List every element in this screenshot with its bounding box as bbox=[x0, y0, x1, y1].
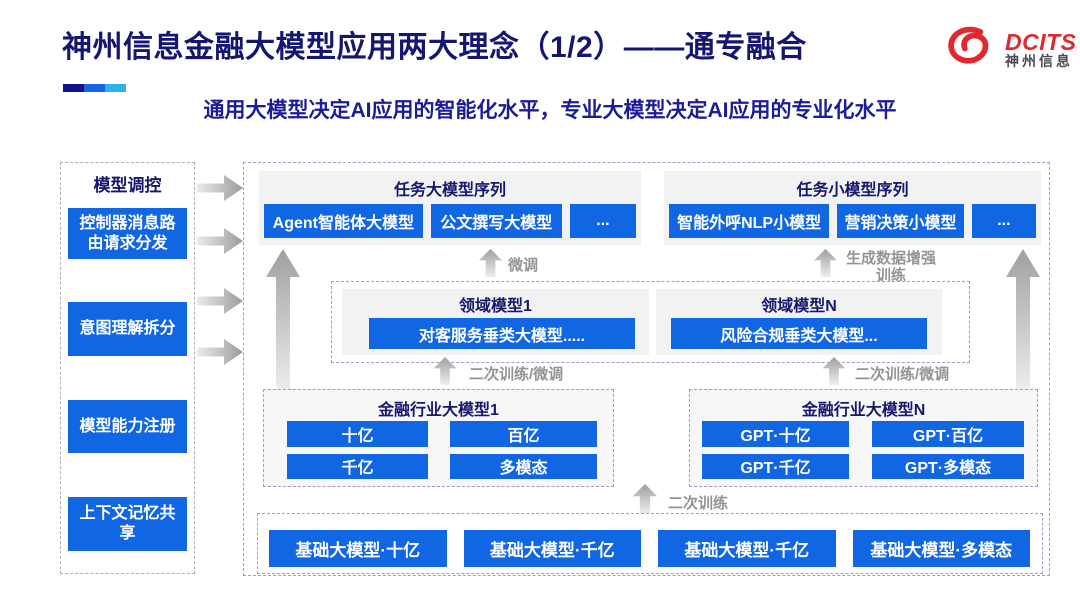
accent-cyan bbox=[105, 84, 126, 92]
up-arrow-icon bbox=[814, 248, 837, 278]
base-models-container: 基础大模型·十亿 基础大模型·千亿 基础大模型·千亿 基础大模型·多模态 bbox=[257, 513, 1043, 574]
node-gpt-ten-billion: GPT·百亿 bbox=[872, 421, 1024, 447]
panel-title: 任务大模型序列 bbox=[393, 182, 506, 199]
finetune-label: 微调 bbox=[508, 257, 539, 274]
node-multimodal: 多模态 bbox=[450, 453, 597, 479]
panel-title: 金融行业大模型N bbox=[801, 402, 926, 419]
logo-text: DCITS bbox=[1005, 29, 1077, 56]
page-title: 神州信息金融大模型应用两大理念（1/2）——通专融合 bbox=[62, 31, 807, 64]
up-arrow-tall-icon bbox=[266, 249, 300, 391]
industry-model-1-container: 金融行业大模型1 十亿 百亿 千亿 多模态 bbox=[263, 389, 614, 487]
node-outbound-nlp-model: 智能外呼NLP小模型 bbox=[669, 204, 830, 238]
sidebar-title: 模型调控 bbox=[93, 176, 162, 195]
node-billion: 十亿 bbox=[287, 421, 428, 447]
model-architecture-diagram: 任务大模型序列 Agent智能体大模型 公文撰写大模型 ... 任务小模型序列 … bbox=[243, 162, 1050, 576]
panel-title: 任务小模型序列 bbox=[796, 182, 909, 199]
node-agent-large-model: Agent智能体大模型 bbox=[264, 204, 423, 238]
logo-subtext: 神州信息 bbox=[1005, 53, 1073, 70]
panel-title: 领域模型1 bbox=[459, 298, 532, 315]
sidebar-item-register: 模型能力注册 bbox=[68, 400, 187, 453]
domain-models-container: 领域模型1 对客服务垂类大模型..... 领域模型N 风险合规垂类大模型... bbox=[331, 281, 970, 363]
node-doc-writing-model: 公文撰写大模型 bbox=[430, 204, 562, 238]
node-base-hundred-billion-2: 基础大模型·千亿 bbox=[658, 530, 836, 567]
node-gpt-billion: GPT·十亿 bbox=[702, 421, 849, 447]
node-more-large: ... bbox=[569, 204, 636, 238]
title-accent-bar bbox=[63, 84, 126, 92]
up-arrow-tall-icon bbox=[1006, 249, 1040, 391]
up-arrow-icon bbox=[822, 357, 846, 385]
node-base-multimodal: 基础大模型·多模态 bbox=[852, 530, 1030, 567]
model-control-sidebar: 模型调控 控制器消息路由请求分发 意图理解拆分 模型能力注册 上下文记忆共享 bbox=[60, 162, 195, 574]
node-gpt-multimodal: GPT·多模态 bbox=[872, 453, 1024, 479]
node-marketing-model: 营销决策小模型 bbox=[837, 204, 964, 238]
panel-title: 金融行业大模型1 bbox=[378, 402, 499, 419]
up-arrow-icon bbox=[632, 484, 658, 514]
up-arrow-icon bbox=[479, 248, 502, 278]
retrain-finetune-label: 二次训练/微调 bbox=[855, 366, 950, 383]
accent-navy bbox=[63, 84, 84, 92]
node-customer-service-model: 对客服务垂类大模型..... bbox=[369, 318, 635, 349]
gen-data-augment-label: 生成数据增强训练 bbox=[845, 250, 936, 285]
task-large-model-panel: 任务大模型序列 Agent智能体大模型 公文撰写大模型 ... bbox=[259, 171, 641, 245]
dcits-swirl-icon bbox=[946, 24, 998, 75]
slide-subtitle: 通用大模型决定AI应用的智能化水平，专业大模型决定AI应用的专业化水平 bbox=[203, 99, 897, 122]
domain-model-n-panel: 领域模型N 风险合规垂类大模型... bbox=[656, 289, 942, 355]
sidebar-item-context: 上下文记忆共享 bbox=[68, 497, 187, 551]
panel-title: 领域模型N bbox=[761, 298, 837, 315]
up-arrow-icon bbox=[433, 357, 457, 385]
node-hundred-billion: 千亿 bbox=[287, 453, 428, 479]
right-arrow-icon bbox=[197, 175, 243, 201]
node-ten-billion: 百亿 bbox=[450, 421, 597, 447]
node-base-hundred-billion-1: 基础大模型·千亿 bbox=[463, 530, 641, 567]
right-arrow-icon bbox=[197, 339, 243, 365]
task-small-model-panel: 任务小模型序列 智能外呼NLP小模型 营销决策小模型 ... bbox=[664, 171, 1041, 245]
sidebar-item-router: 控制器消息路由请求分发 bbox=[68, 208, 187, 259]
industry-model-n-container: 金融行业大模型N GPT·十亿 GPT·百亿 GPT·千亿 GPT·多模态 bbox=[689, 389, 1038, 487]
right-arrow-icon bbox=[197, 288, 243, 314]
retrain-label: 二次训练 bbox=[668, 495, 729, 512]
node-base-billion: 基础大模型·十亿 bbox=[269, 530, 447, 567]
sidebar-item-intent: 意图理解拆分 bbox=[68, 302, 187, 356]
node-risk-compliance-model: 风险合规垂类大模型... bbox=[671, 318, 927, 349]
domain-model-1-panel: 领域模型1 对客服务垂类大模型..... bbox=[342, 289, 649, 355]
accent-blue bbox=[84, 84, 105, 92]
retrain-finetune-label: 二次训练/微调 bbox=[469, 366, 564, 383]
company-logo: DCITS 神州信息 bbox=[946, 24, 1077, 75]
node-gpt-hundred-billion: GPT·千亿 bbox=[702, 453, 849, 479]
right-arrow-icon bbox=[197, 228, 243, 254]
node-more-small: ... bbox=[971, 204, 1036, 238]
